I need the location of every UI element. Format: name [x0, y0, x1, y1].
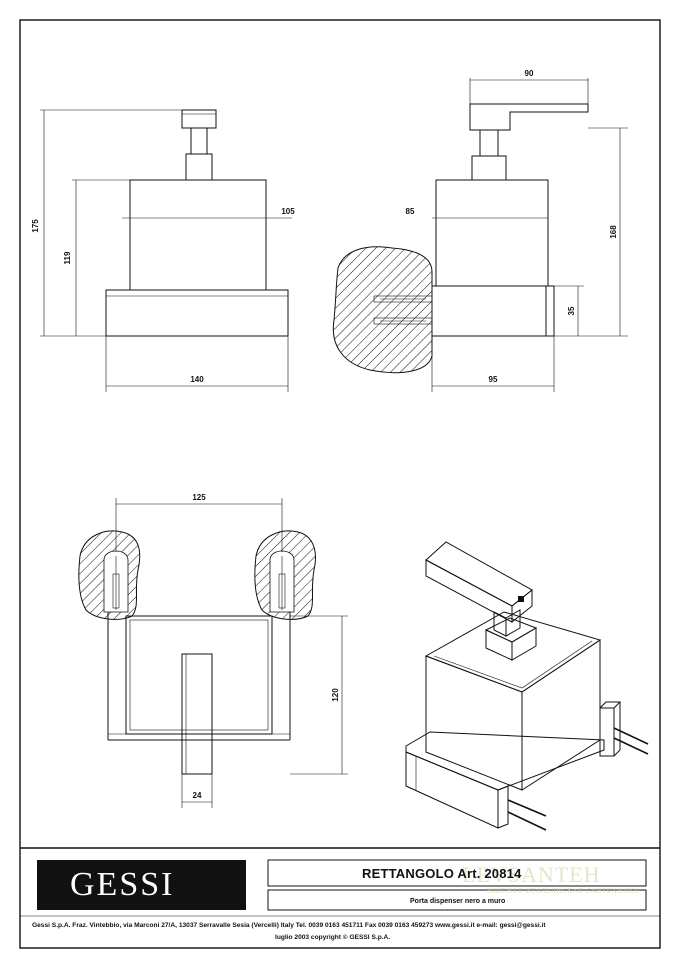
isometric-view [405, 541, 649, 831]
dim-140: 140 [190, 375, 204, 384]
dim-90: 90 [525, 69, 534, 78]
plan-view [78, 498, 348, 808]
dim-85: 85 [406, 207, 415, 216]
dim-105: 105 [281, 207, 295, 216]
dim-35: 35 [567, 306, 576, 315]
dim-175: 175 [31, 219, 40, 233]
gessi-logo-box [37, 860, 246, 910]
company-info: Gessi S.p.A. Fraz. Vintebbio, via Marcon… [32, 922, 546, 929]
gessi-logo: GESSI [70, 866, 175, 903]
title-block [20, 859, 660, 917]
watermark: LEVSANTEH [462, 862, 601, 887]
dim-24: 24 [193, 791, 202, 800]
dim-120: 120 [331, 688, 340, 702]
dim-125: 125 [192, 493, 206, 502]
product-description: Porta dispenser nero a muro [410, 898, 506, 905]
dim-119: 119 [63, 251, 72, 264]
copyright-date: luglio 2003 copyright © GESSI S.p.A. [275, 934, 391, 941]
side-view [332, 78, 628, 392]
watermark-subtitle: ЭЛИТНАЯ ИТАЛЬЯНСКАЯ САНТЕХНИКА [486, 887, 640, 895]
dim-168: 168 [609, 225, 618, 239]
dim-95: 95 [489, 375, 498, 384]
sheet-border [19, 19, 661, 949]
front-view [40, 109, 292, 392]
product-title: RETTANGOLO Art. 20814 [362, 866, 522, 881]
